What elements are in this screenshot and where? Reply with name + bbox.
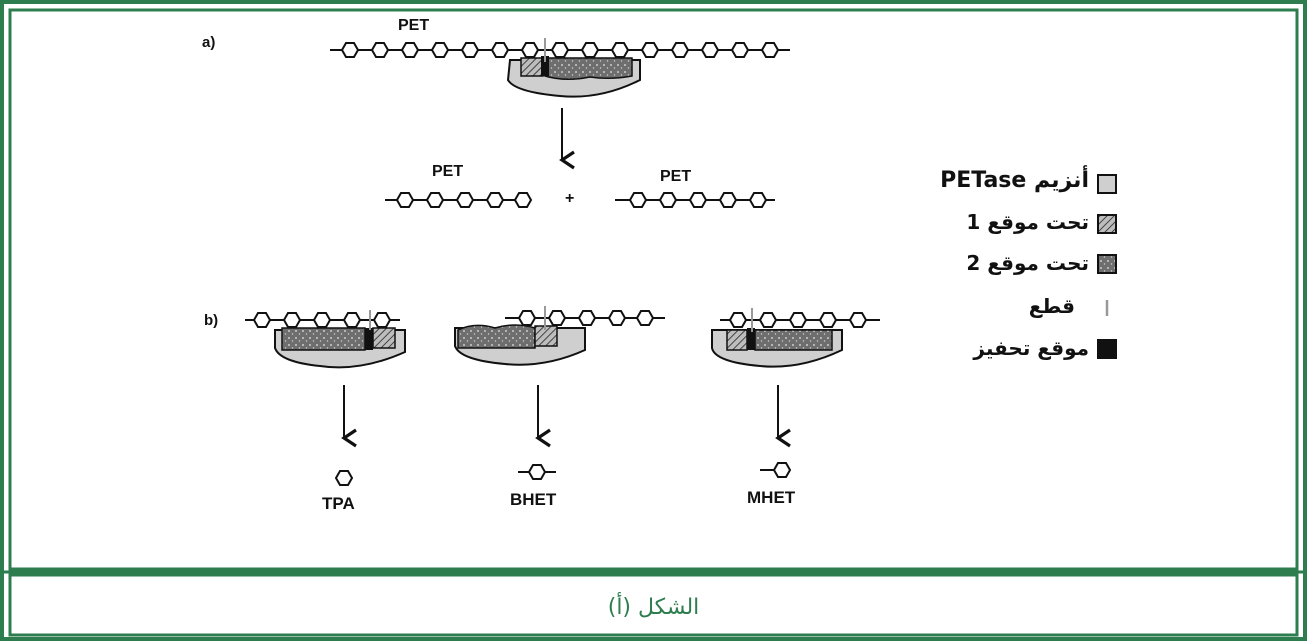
legend-text-subsite1: تحت موقع 1 bbox=[966, 210, 1089, 234]
bhet-molecule bbox=[518, 464, 556, 480]
enzyme-b1 bbox=[274, 327, 406, 369]
figure-caption: الشكل (أ) bbox=[607, 594, 700, 620]
legend-text-subsite2: تحت موقع 2 bbox=[966, 251, 1089, 275]
legend-item-subsite1: تحت موقع 1 bbox=[966, 210, 1089, 234]
legend-item-petase: أنزيم PETase bbox=[940, 168, 1089, 193]
panel-a-label: a) bbox=[202, 34, 216, 51]
pet-chain-right bbox=[615, 192, 775, 208]
pet-chain-b1 bbox=[245, 310, 400, 330]
caption-frame bbox=[8, 573, 1299, 637]
tpa-label: TPA bbox=[322, 494, 355, 513]
enzyme-b3 bbox=[711, 328, 843, 368]
legend-text-cut: قطع bbox=[1028, 294, 1075, 318]
legend-text-petase: أنزيم PETase bbox=[940, 168, 1089, 193]
legend-key-subsite2 bbox=[1097, 254, 1117, 274]
pet-label-left: PET bbox=[432, 163, 464, 180]
legend-text-catalytic: موقع تحفيز bbox=[973, 336, 1089, 360]
tpa-molecule bbox=[335, 470, 353, 486]
mhet-molecule bbox=[760, 462, 791, 478]
legend-key-petase bbox=[1097, 174, 1117, 194]
pet-chain-top bbox=[330, 38, 790, 62]
pet-label-top: PET bbox=[398, 17, 430, 34]
legend-item-catalytic: موقع تحفيز bbox=[973, 336, 1089, 360]
legend-key-subsite1 bbox=[1097, 214, 1117, 234]
enzyme-b2 bbox=[454, 324, 586, 366]
plus-sign: + bbox=[565, 190, 575, 207]
legend-key-catalytic bbox=[1097, 339, 1117, 359]
panel-b-label: b) bbox=[204, 312, 219, 329]
bhet-label: BHET bbox=[510, 490, 557, 509]
mhet-label: MHET bbox=[747, 488, 796, 507]
inner-frame bbox=[8, 8, 1299, 571]
pet-chain-left bbox=[385, 192, 532, 208]
enzyme-top bbox=[506, 56, 641, 98]
pet-chain-b3 bbox=[720, 308, 880, 332]
legend-item-subsite2: تحت موقع 2 bbox=[966, 251, 1089, 275]
legend-item-cut: قطع bbox=[1029, 294, 1075, 318]
pet-label-right: PET bbox=[660, 168, 692, 185]
pet-chain-b2 bbox=[505, 306, 665, 330]
